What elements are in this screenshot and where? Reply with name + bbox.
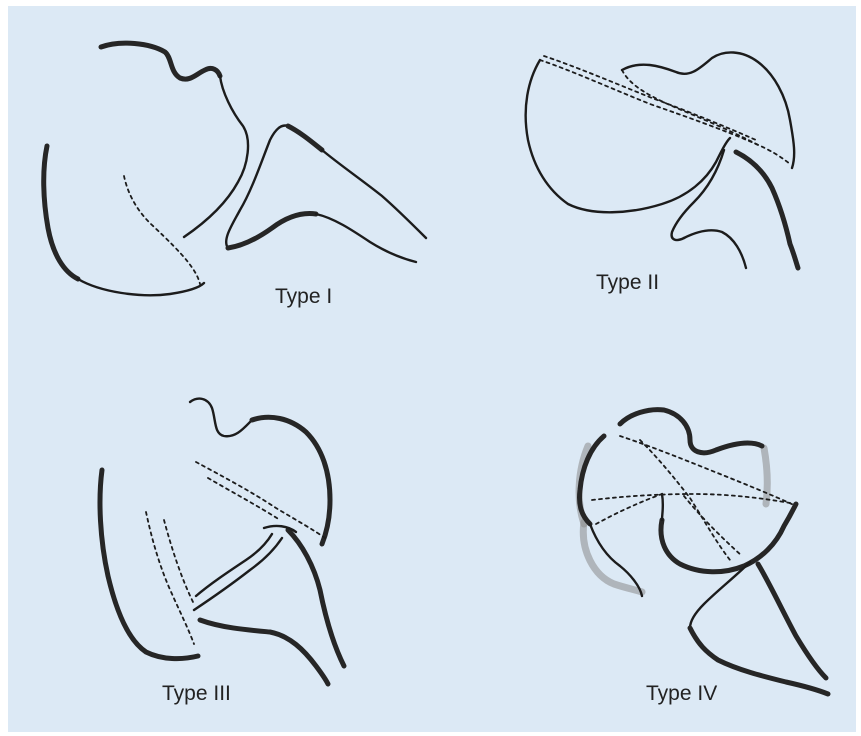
type-4-right-shading [764, 448, 767, 504]
type-2-glenoid-base [684, 230, 746, 268]
type-2-glenoid-back [736, 152, 798, 268]
type-3-head-top [190, 399, 252, 437]
type-2-tuberosity-dashed [622, 70, 760, 146]
type-4-sketch: Type IV [579, 410, 828, 705]
type-3-glenoid-upper-2 [194, 538, 282, 610]
type-1-fracture-line [124, 176, 200, 284]
type-4-central-head [661, 504, 796, 572]
type-3-fracture-dotted-2 [164, 520, 194, 604]
type-3-sketch: Type III [100, 399, 344, 705]
type-2-head-fragment [526, 60, 730, 212]
type-4-fracture-dashed-3 [640, 440, 730, 560]
type-4-top-contour [620, 410, 762, 453]
type-4-label: Type IV [646, 682, 717, 705]
type-3-fracture-dotted-1 [146, 512, 194, 644]
type-1-head-top-contour [101, 43, 220, 79]
type-1-glenoid-top-edge [288, 126, 322, 150]
type-2-head-dashed-edge-2 [544, 56, 756, 140]
type-3-head-right [252, 417, 330, 544]
type-1-label: Type I [275, 285, 332, 308]
type-1-sketch: Type I [44, 43, 426, 308]
type-3-glenoid-upper [196, 534, 272, 596]
type-4-bottom-shading [583, 522, 642, 592]
type-2-head-dashed-edge [540, 60, 790, 164]
type-3-neck-dashed-1 [196, 462, 328, 540]
type-1-glenoid-spine [322, 150, 426, 238]
type-1-glenoid-lower-tail [316, 214, 416, 262]
type-3-label: Type III [162, 682, 231, 705]
type-4-glenoid-back [758, 564, 826, 678]
type-2-sketch: Type II [526, 52, 798, 294]
type-4-fracture-dashed-4 [684, 496, 742, 556]
type-3-glenoid-lower [200, 620, 328, 684]
type-4-center-wedge [662, 494, 663, 520]
type-1-glenoid-lower-edge [228, 214, 316, 248]
type-3-neck-dashed-2 [208, 478, 280, 520]
type-1-head-bottom [78, 279, 204, 295]
type-3-shaft-left-edge [100, 470, 198, 659]
type-2-label: Type II [596, 271, 659, 294]
type-1-shaft-left-edge [44, 146, 78, 279]
